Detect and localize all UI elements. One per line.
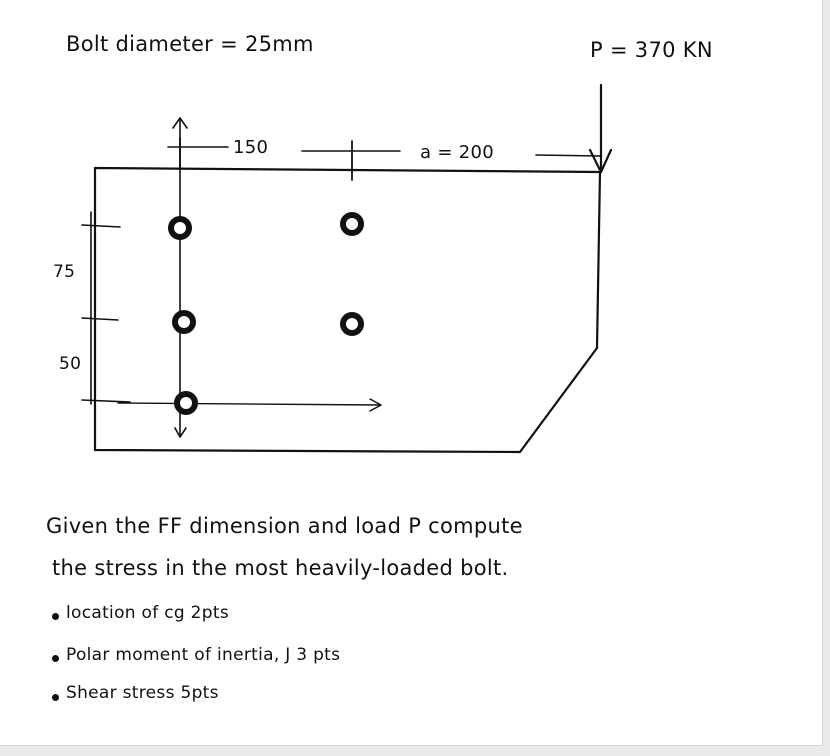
tick-middle-row <box>81 317 119 321</box>
vertical-top-label: 75 <box>53 262 76 282</box>
task-shear-stress: Shear stress 5pts <box>66 683 219 703</box>
dimension-line-200 <box>535 154 601 157</box>
centerline-arrow-up <box>172 117 188 129</box>
task-polar-moment: Polar moment of inertia, J 3 pts <box>66 645 341 665</box>
horizontal-spacing-label: 150 <box>233 137 269 158</box>
bullet-1 <box>52 613 59 620</box>
bolt-right-middle <box>340 312 364 336</box>
tick-bottom-row <box>81 399 131 403</box>
bolt-diameter-label: Bolt diameter = 25mm <box>66 32 314 56</box>
x-axis-arrowhead <box>369 398 382 412</box>
bolt-left-bottom <box>174 391 198 415</box>
task-cg: location of cg 2pts <box>66 603 230 623</box>
worksheet: Bolt diameter = 25mm P = 370 KN 150 a = … <box>0 0 823 746</box>
bolt-group <box>168 212 364 415</box>
centerline-arrow-down <box>174 427 187 438</box>
bolt-left-top <box>168 216 192 240</box>
eccentricity-label: a = 200 <box>420 142 495 163</box>
bullet-3 <box>52 694 59 701</box>
load-arrowhead <box>588 148 613 174</box>
bolt-group-diagram <box>81 83 613 454</box>
bolt-right-top <box>340 212 364 236</box>
bolt-left-middle <box>172 310 196 334</box>
bullet-2 <box>52 655 59 662</box>
load-label: P = 370 KN <box>590 38 713 62</box>
problem-line-2: the stress in the most heavily-loaded bo… <box>52 556 509 580</box>
problem-line-1: Given the FF dimension and load P comput… <box>46 514 523 538</box>
plate-outline <box>93 166 602 454</box>
tick-top-row <box>81 224 121 228</box>
x-axis-reference <box>117 402 381 406</box>
vertical-bottom-label: 50 <box>59 354 82 374</box>
